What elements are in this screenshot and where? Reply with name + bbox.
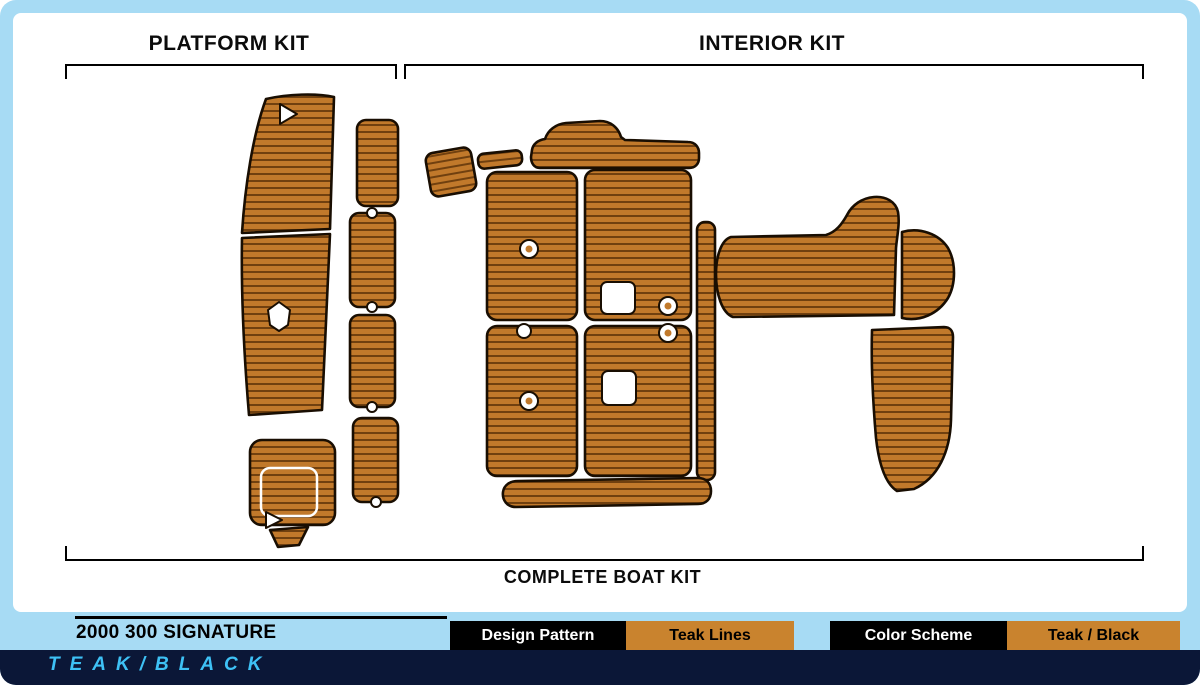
teak-black-badge: Teak / Black [1007,621,1180,650]
footer-divider [75,616,447,619]
square-cutout [601,370,637,406]
color-scheme-text: TEAK/BLACK [48,654,272,675]
hole-center [525,397,533,405]
platform-pad-top [240,93,336,235]
platform-kit-label: PLATFORM KIT [148,32,310,55]
interior-floor-pad-rear-right [583,324,693,478]
hole [516,323,532,339]
platform-small-step-pad [424,146,478,198]
notch [366,301,378,313]
color-scheme-badge: Color Scheme [830,621,1007,650]
teak-lines-badge: Teak Lines [626,621,794,650]
platform-side-pad-2 [348,211,397,309]
model-label: 2000 300 SIGNATURE [76,622,277,643]
footer-navy-band [0,650,1200,685]
complete-boat-kit-label: COMPLETE BOAT KIT [503,567,702,587]
platform-kit-pads [240,93,478,549]
interior-half-disc-pad [900,229,956,321]
design-pattern-badge: Design Pattern [450,621,626,650]
platform-pad-hatch-triangle-cutout [265,511,283,529]
platform-kit-bracket [65,64,397,79]
interior-console-arm-pad [714,195,900,319]
platform-pad-hatch [248,438,337,527]
notch [366,401,378,413]
interior-bow-step-pad [529,119,701,170]
platform-pad-shield-cutout [267,301,291,332]
interior-bottom-strip [501,476,713,509]
complete-boat-kit-bracket [65,546,1144,561]
hole-center [525,245,533,253]
platform-side-pad-4 [351,416,400,504]
platform-pad-hatch-inner-line [259,466,319,518]
interior-kit-pads [476,119,956,509]
platform-pad-tab [268,525,310,549]
notch [370,496,382,508]
square-cutout [600,281,636,315]
interior-kit-bracket [404,64,1144,79]
platform-pad-top-triangle-cutout [279,103,298,125]
hole-center [664,302,672,310]
interior-small-strip [476,149,524,170]
interior-console-column-pad [870,325,955,493]
platform-side-pad-3 [348,313,397,409]
interior-side-strip [695,220,717,482]
interior-kit-label: INTERIOR KIT [699,32,845,55]
notch [366,207,378,219]
hole-center [664,329,672,337]
platform-side-pad-1 [355,118,400,208]
